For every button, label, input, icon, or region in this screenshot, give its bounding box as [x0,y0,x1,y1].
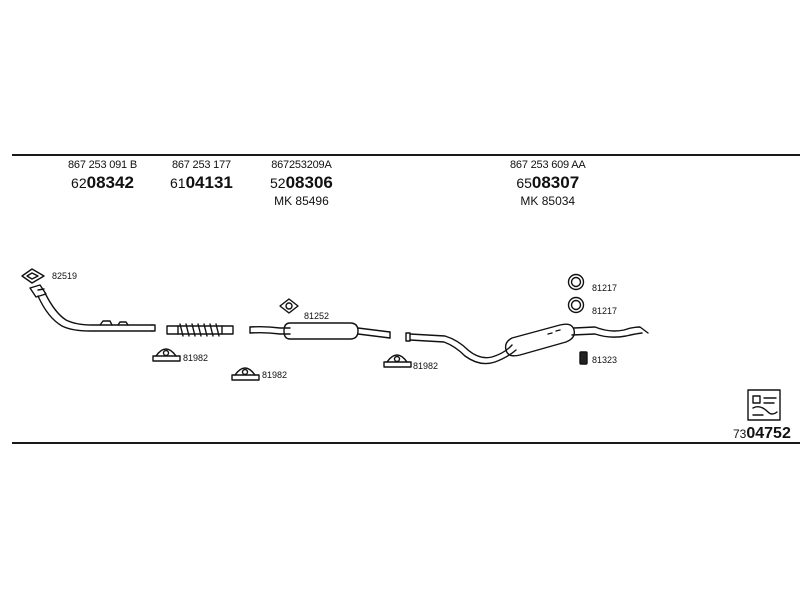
part-header-rear-silencer[interactable]: 867 253 609 AA 6508307 MK 85034 [510,159,586,208]
ring-icon [567,273,585,291]
part-header-front-pipe[interactable]: 867 253 091 B 6208342 [68,160,137,192]
part-number: 6508307 [516,173,580,192]
bottom-divider [12,442,800,444]
oe-number: 867 253 177 [171,159,231,171]
part-number: 5208306 [270,173,333,192]
part-number: 6104131 [170,173,233,192]
gasket-icon [21,268,45,284]
rear-silencer-icon [405,323,649,365]
hanger-label: 81252 [304,311,330,321]
oe-number: 867 253 609 AA [510,159,586,171]
clamp-label: 81982 [262,370,288,380]
catalog-code: 7304752 [733,425,791,442]
front-pipe-icon [29,284,156,332]
hanger-icon [279,298,299,314]
clamp-icon [231,367,260,381]
clamp-icon [152,348,181,362]
ring-label: 81217 [592,283,618,293]
mk-number: MK 85034 [520,194,576,208]
catalog-symbol-icon [747,389,781,421]
part-header-middle-silencer[interactable]: 867253209A 5208306 MK 85496 [270,159,333,208]
middle-silencer-icon [249,322,391,340]
clamp-label: 81982 [413,361,439,371]
oe-number: 867253209A [271,159,332,171]
clamp-label: 81982 [183,353,209,363]
mk-number: MK 85496 [274,194,329,208]
ring-icon [567,296,585,314]
part-number: 6208342 [71,173,134,192]
top-divider [12,154,800,156]
rubber-mount-icon [579,351,588,365]
rubber-mount-label: 81323 [592,355,618,365]
ring-label: 81217 [592,306,618,316]
part-header-flex-pipe[interactable]: 867 253 177 6104131 [170,160,233,192]
oe-number: 867 253 091 B [68,159,137,171]
clamp-icon [383,354,412,368]
flex-pipe-icon [166,323,234,337]
gasket-label: 82519 [52,271,78,281]
